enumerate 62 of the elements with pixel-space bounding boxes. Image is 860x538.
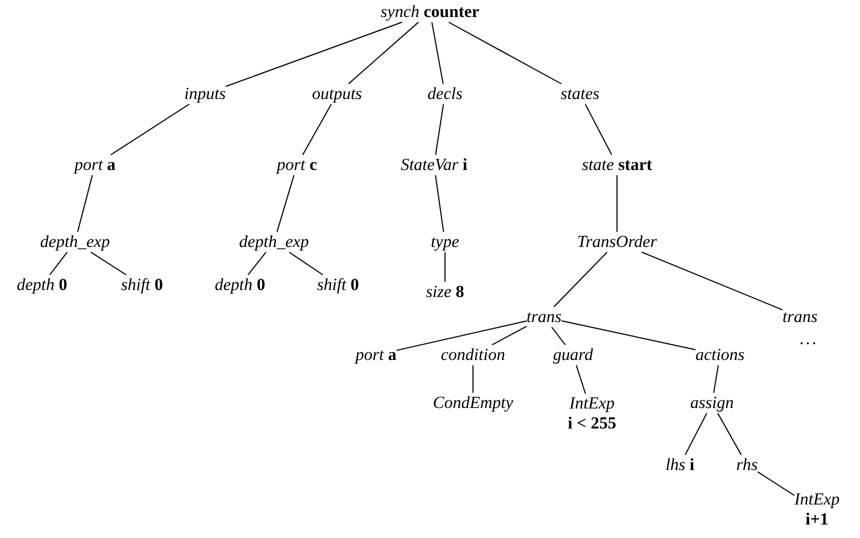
tree-edge [434,175,444,232]
tree-edge [431,22,444,84]
tree-edge [110,104,190,156]
node-label: actions [695,344,745,366]
node-label: TransOrder [577,232,657,252]
ellipsis-note: ... [799,329,818,350]
tree-edge [276,175,294,232]
node-label: condition [440,344,506,366]
node-label: trans [782,306,818,328]
node-label: port c [276,154,318,176]
node-label: depth_exp [239,232,309,252]
node-label: depth 0 [16,274,68,296]
tree-edge [302,104,332,156]
tree-edge [561,320,696,350]
node-label: CondEmpty [432,392,514,414]
node-label: states [560,84,600,104]
tree-edge [684,412,708,456]
node-label: shift 0 [316,274,360,296]
tree-edge [435,104,444,155]
node-label: assign [690,392,734,414]
node-label: synch counter [380,2,480,22]
tree-edge [717,412,742,456]
tree-edge [288,252,324,276]
node-label: IntExp [569,394,615,414]
node-label: rhs [736,454,758,476]
tree-edge [226,22,402,87]
tree-edge [348,22,419,84]
node-label: depth_exp [40,232,110,252]
tree-edge [444,252,446,282]
tree-edge [396,320,527,351]
tree-edge [77,175,93,232]
node-label: lhs i [666,454,694,476]
tree-edge [616,175,618,232]
node-label: depth 0 [214,274,266,296]
tree-edge [642,252,783,310]
node-value: i < 255 [568,414,616,434]
node-label: decls [428,84,462,104]
node-value: i+1 [806,510,828,530]
node-label: inputs [184,84,226,104]
node-label: shift 0 [120,274,164,296]
tree-edge [576,365,586,394]
node-label: port a [74,154,116,176]
tree-edge [713,365,719,393]
tree-edge [472,365,474,393]
tree-edge [90,252,126,276]
tree-edge [49,252,68,276]
tree-edge [248,252,266,276]
node-label: guard [553,344,593,366]
node-label: state start [582,154,652,176]
node-label: outputs [312,84,362,104]
tree-edge [551,326,566,346]
node-label: StateVar i [400,154,468,176]
tree-edge [492,326,527,346]
tree-edge [757,471,795,496]
node-label: type [430,232,460,252]
node-label: port a [355,344,397,366]
tree-edge [448,22,562,84]
node-label: IntExp [794,490,840,510]
tree-edge [554,252,608,308]
node-label: trans [526,306,562,328]
node-label: size 8 [426,282,464,302]
tree-edge [584,104,612,156]
